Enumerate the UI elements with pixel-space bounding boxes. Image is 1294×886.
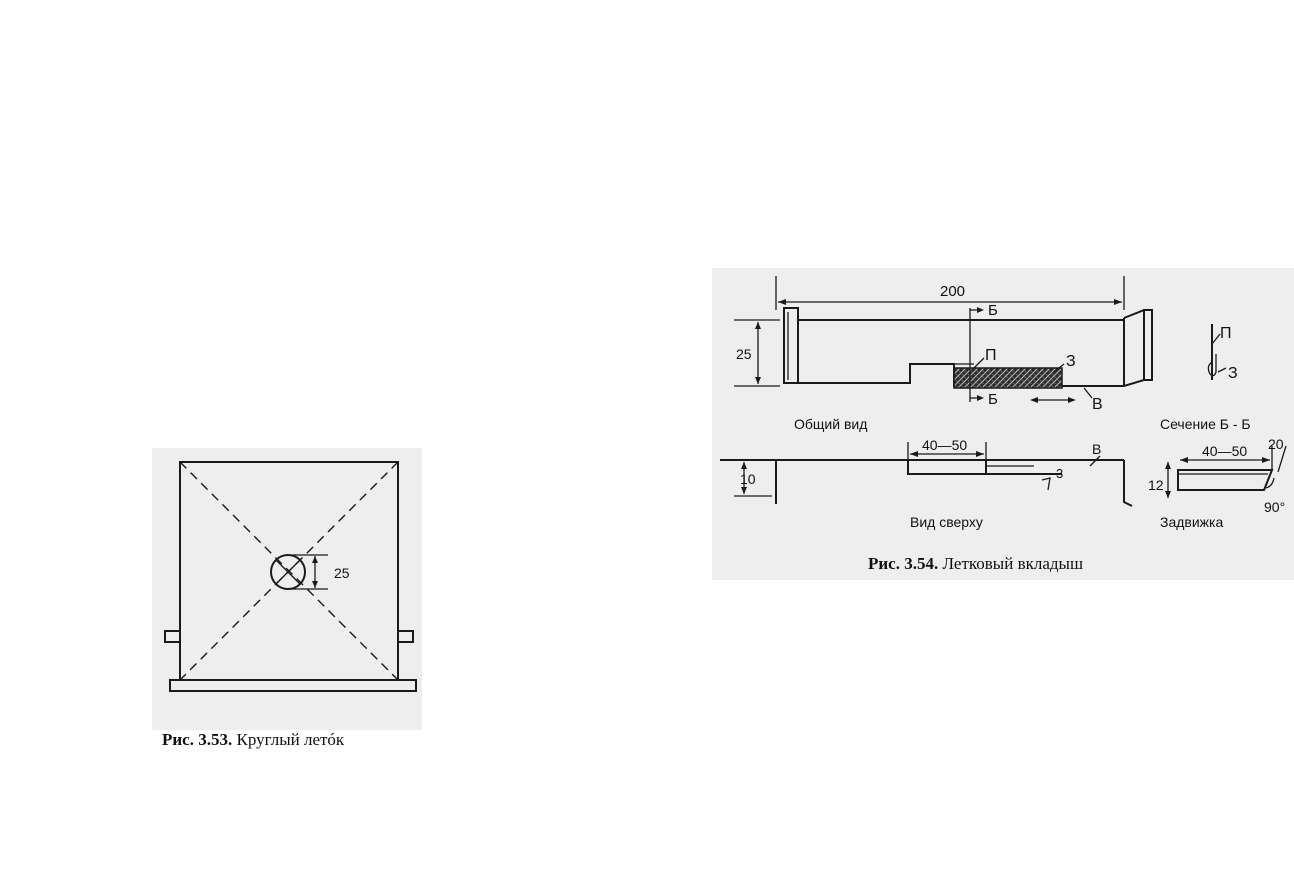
slider-dim-12-label: 12 — [1148, 477, 1164, 493]
view-general-label: Общий вид — [794, 416, 867, 432]
dim-25-label: 25 — [334, 565, 350, 581]
label-v: В — [1092, 396, 1103, 413]
slider-angle-label: 90° — [1264, 499, 1285, 515]
section-label-p: П — [1220, 325, 1232, 342]
top-label-v: В — [1092, 441, 1101, 457]
caption-text: Летковый вкладыш — [938, 554, 1083, 573]
dim-25-label: 25 — [736, 346, 752, 362]
caption-text: Круглый летóк — [232, 730, 344, 749]
hive-box-drawing: 25 — [152, 448, 432, 758]
slider-dim-len-label: 40—50 — [1202, 443, 1247, 459]
section-label-z: З — [1228, 365, 1238, 382]
label-p: П — [985, 347, 997, 364]
top-dim-10-label: 10 — [740, 471, 756, 487]
figure-caption: Рис. 3.53. Круглый летóк — [162, 730, 344, 750]
figure-round-entrance: 25 Рис. 3.53. Круглый летóк — [152, 448, 432, 758]
figure-caption: Рис. 3.54. Летковый вкладыш — [868, 554, 1083, 574]
caption-number: Рис. 3.53. — [162, 730, 232, 749]
dim-200-label: 200 — [940, 283, 965, 300]
top-label-3: 3 — [1056, 466, 1063, 481]
section-mark-top: Б — [988, 302, 998, 319]
caption-number: Рис. 3.54. — [868, 554, 938, 573]
section-title-label: Сечение Б - Б — [1160, 416, 1251, 432]
slider-title-label: Задвижка — [1160, 514, 1223, 530]
section-mark-bottom: Б — [988, 391, 998, 408]
slider-dim-20-label: 20 — [1268, 436, 1284, 452]
label-z: З — [1066, 353, 1076, 370]
figure-entrance-insert: 200 25 Б Б П З В — [712, 262, 1294, 584]
view-top-label: Вид сверху — [910, 514, 983, 530]
top-dim-slot-label: 40—50 — [922, 437, 967, 453]
